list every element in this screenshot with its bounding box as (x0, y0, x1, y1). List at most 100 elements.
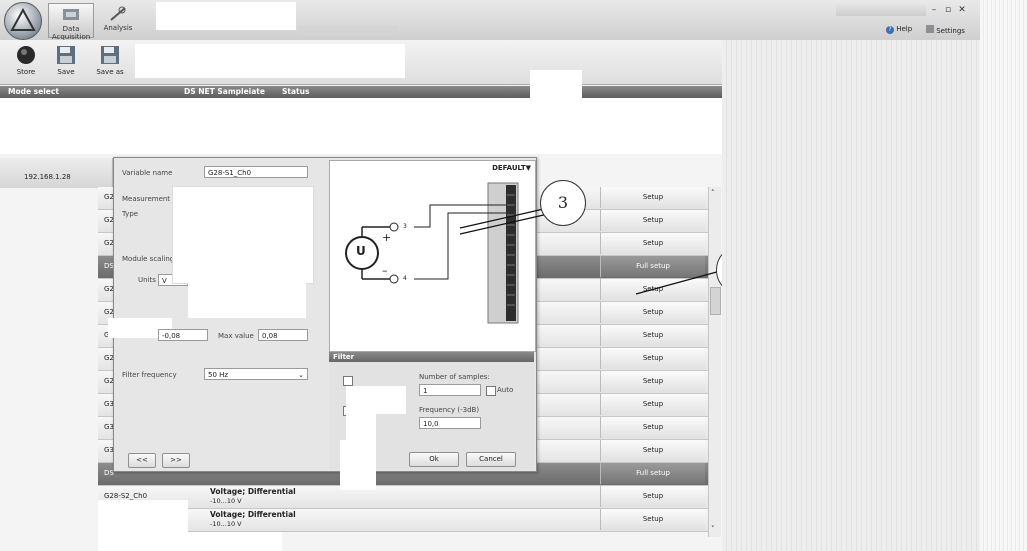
column-mode-select: Mode select (8, 87, 59, 96)
settings-button[interactable]: Settings (926, 25, 965, 35)
redacted-area (188, 282, 306, 318)
setup-button[interactable]: Setup (600, 325, 705, 346)
acquisition-icon (60, 6, 82, 24)
application-menu-orb[interactable] (4, 2, 42, 40)
chevron-up-icon[interactable]: ˄ (711, 189, 715, 197)
frequency-label: Frequency (-3dB) (419, 406, 480, 414)
setup-button[interactable]: Setup (600, 279, 705, 300)
channel-name: G2 (104, 308, 114, 316)
setup-button[interactable]: Setup (600, 187, 705, 208)
auto-label: Auto (497, 386, 514, 394)
ip-address[interactable]: 192.168.1.28 (24, 173, 71, 181)
filter-frequency-select[interactable]: 50 Hz ⌄ (204, 368, 308, 380)
cancel-button[interactable]: Cancel (466, 452, 516, 467)
channel-name: DS (104, 469, 114, 477)
redacted-area (340, 440, 376, 490)
redacted-area (0, 98, 726, 154)
wiring-schematic (345, 182, 519, 324)
setup-button[interactable]: Setup (600, 440, 705, 461)
chevron-down-icon: ⌄ (298, 371, 304, 379)
channel-name: G2 (104, 239, 114, 247)
min-value-input[interactable]: -0,08 (158, 329, 208, 341)
filter-section-header: Filter (329, 352, 534, 362)
max-value-input[interactable]: 0,08 (258, 329, 308, 341)
channel-name: G2 (104, 285, 114, 293)
maximize-button[interactable]: ▫ (944, 5, 952, 15)
setup-button[interactable]: Setup (600, 394, 705, 415)
store-button[interactable]: Store (8, 42, 44, 80)
store-label: Store (16, 68, 36, 76)
column-status: Status (282, 87, 310, 96)
setup-button[interactable]: Setup (600, 210, 705, 231)
full-setup-button[interactable]: Full setup (600, 463, 705, 484)
measurement-type: Voltage; Differential (210, 510, 296, 519)
channel-name: G2 (104, 216, 114, 224)
auto-checkbox[interactable] (486, 386, 496, 396)
tab-analysis[interactable]: Analysis (96, 3, 140, 36)
samples-input[interactable]: 1 (419, 384, 481, 396)
record-icon (17, 46, 35, 64)
save-as-label: Save as (96, 68, 124, 76)
filter-frequency-label: Filter frequency (122, 371, 177, 379)
ribbon-tabs-strip (298, 26, 398, 36)
channel-name: G2 (104, 354, 114, 362)
setup-button[interactable]: Setup (600, 417, 705, 438)
redacted-area (530, 70, 582, 100)
setup-button[interactable]: Setup (600, 371, 705, 392)
channel-name: DS (104, 262, 114, 270)
title-bar-strip (836, 4, 926, 16)
tab-data-acquisition-label: Data Acquisition (51, 25, 91, 41)
help-button[interactable]: ? Help (886, 25, 912, 34)
channel-name: G28-S2_Ch0 (104, 492, 148, 500)
filter-checkbox-1[interactable] (343, 376, 353, 386)
units-label: Units (138, 276, 156, 284)
scrollbar-thumb[interactable] (710, 287, 721, 315)
device-panel: 192.168.1.28 (0, 158, 113, 188)
setup-button[interactable]: Setup (600, 302, 705, 323)
setup-button[interactable]: Setup (600, 486, 705, 507)
next-button[interactable]: >> (162, 453, 190, 468)
default-dropdown[interactable]: DEFAULT▼ (492, 164, 531, 172)
tab-data-acquisition[interactable]: Data Acquisition (48, 3, 94, 41)
setup-button[interactable]: Setup (600, 509, 705, 530)
redacted-area (135, 44, 405, 78)
analysis-icon (107, 5, 129, 23)
help-label: Help (896, 25, 913, 33)
chevron-down-icon[interactable]: ˅ (711, 525, 715, 533)
measurement-label: Measurement (122, 195, 171, 203)
variable-name-input[interactable]: G28-S1_Ch0 (204, 166, 308, 178)
variable-name-label: Variable name (122, 169, 173, 177)
redacted-area (172, 186, 314, 284)
save-as-button[interactable]: Save as (92, 42, 128, 80)
redacted-area (188, 532, 282, 551)
voltage-source-symbol: U (356, 244, 366, 258)
pin-3-label: 3 (403, 223, 407, 230)
vertical-scrollbar[interactable]: ˄ ˅ (708, 187, 721, 537)
save-icon (57, 46, 75, 64)
redacted-area (108, 318, 172, 338)
full-setup-button[interactable]: Full setup (600, 256, 705, 277)
pin-4-label: 4 (403, 275, 407, 282)
close-button[interactable]: ✕ (958, 5, 966, 15)
measurement-range: -10...10 V (210, 497, 242, 505)
channel-name: G3 (104, 446, 114, 454)
measurement-type: Voltage; Differential (210, 487, 296, 496)
samples-label: Number of samples: (419, 373, 490, 381)
minimize-button[interactable]: – (931, 5, 937, 15)
setup-button[interactable]: Setup (600, 348, 705, 369)
measurement-range: -10...10 V (210, 520, 242, 528)
redacted-area (156, 2, 296, 30)
empty-workspace (722, 40, 980, 551)
ribbon: Data Acquisition Analysis – ▫ ✕ ? Help S… (0, 0, 980, 41)
channel-name: G2 (104, 377, 114, 385)
setup-button[interactable]: Setup (600, 233, 705, 254)
frequency-input[interactable]: 10,0 (419, 417, 481, 429)
ok-button[interactable]: Ok (409, 452, 459, 467)
previous-button[interactable]: << (128, 453, 156, 468)
type-label: Type (122, 210, 139, 218)
grid-header: Mode select DS NET Sampleiate Status (0, 86, 722, 98)
table-row[interactable]: G28-S2_Ch0 Voltage; Differential-10...10 … (98, 486, 708, 509)
wiring-diagram: DEFAULT▼ U + – 3 4 (329, 160, 536, 352)
save-button[interactable]: Save (48, 42, 84, 80)
